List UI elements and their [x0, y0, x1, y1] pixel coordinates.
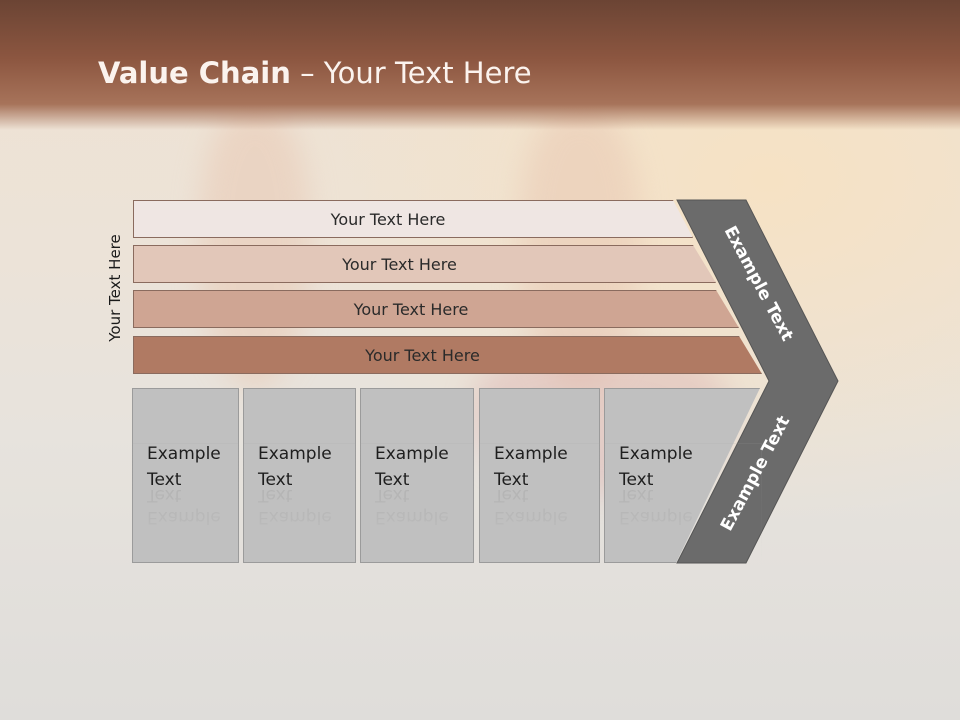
- activity-box-2[interactable]: Example Text: [243, 388, 356, 563]
- activity-box-3[interactable]: Example Text: [360, 388, 474, 563]
- activity-box-4[interactable]: Example Text: [479, 388, 600, 563]
- bar-label: Your Text Here: [342, 254, 457, 274]
- header-band: [0, 0, 960, 130]
- activity-box-1[interactable]: Example Text: [132, 388, 239, 563]
- value-chain-bar-1[interactable]: Your Text Here: [133, 200, 693, 238]
- value-chain-bar-2[interactable]: Your Text Here: [133, 245, 716, 283]
- value-chain-bar-3[interactable]: Your Text Here: [133, 290, 739, 328]
- chevron-shape[interactable]: [676, 199, 839, 564]
- bar-label: Your Text Here: [365, 345, 480, 365]
- page-title: Value Chain – Your Text Here: [98, 56, 532, 90]
- title-rest: – Your Text Here: [290, 56, 532, 90]
- title-bold: Value Chain: [98, 56, 291, 90]
- bar-label: Your Text Here: [330, 209, 446, 229]
- value-chain-bar-4[interactable]: Your Text Here: [133, 336, 762, 374]
- bar-label: Your Text Here: [353, 299, 469, 319]
